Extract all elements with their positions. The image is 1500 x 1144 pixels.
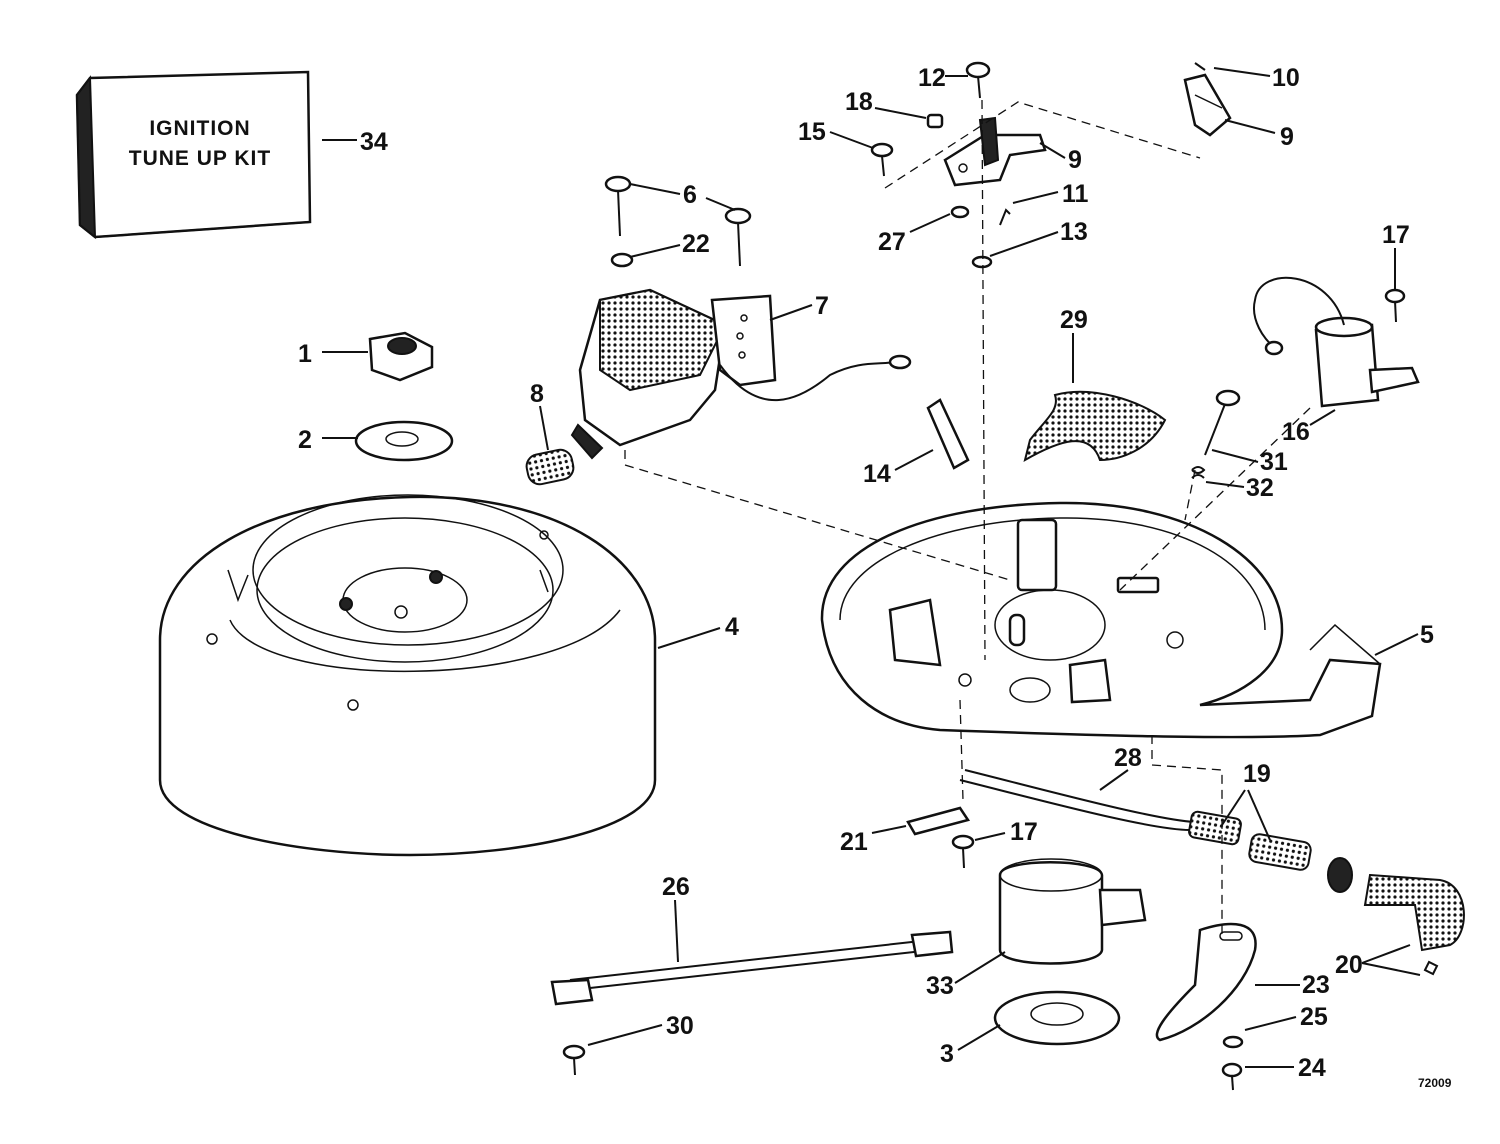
ignition-tune-up-kit-box: IGNITION TUNE UP KIT (75, 70, 312, 240)
throttle-cam-link-part (1155, 922, 1257, 1091)
thrust-washer-part (993, 990, 1121, 1046)
ground-terminal-part (906, 806, 975, 869)
callout-15: 15 (798, 118, 826, 146)
callout-2: 2 (298, 426, 312, 454)
callout-3: 3 (940, 1040, 954, 1068)
callout-12: 12 (918, 64, 946, 92)
callout-18: 18 (845, 88, 873, 116)
callout-22: 22 (682, 230, 710, 258)
callout-20: 20 (1335, 951, 1363, 979)
callout-34: 34 (360, 128, 388, 156)
small-hardware-parts (870, 61, 1206, 269)
ignition-coil-part (570, 288, 912, 460)
kit-title-line1: IGNITION (149, 117, 250, 140)
breaker-points-part (943, 116, 1047, 187)
callout-27: 27 (878, 228, 906, 256)
callout-9b: 9 (1280, 123, 1294, 151)
callout-7: 7 (815, 292, 829, 320)
callout-6: 6 (683, 181, 697, 209)
felt-wick-part (1023, 390, 1167, 463)
callout-21: 21 (840, 828, 868, 856)
callout-4: 4 (725, 613, 739, 641)
callout-28: 28 (1114, 744, 1142, 772)
callout-31: 31 (1260, 448, 1288, 476)
condenser-part (1253, 276, 1420, 408)
callout-17b: 17 (1010, 818, 1038, 846)
callout-19: 19 (1243, 760, 1271, 788)
terminal-boot-part (525, 448, 575, 486)
callout-leader-lines (322, 67, 1421, 1068)
callout-17a: 17 (1382, 221, 1410, 249)
callout-10: 10 (1272, 64, 1300, 92)
high-tension-lead-part (959, 769, 1465, 976)
callout-32: 32 (1246, 474, 1274, 502)
callout-30: 30 (666, 1012, 694, 1040)
callout-13: 13 (1060, 218, 1088, 246)
callout-29: 29 (1060, 306, 1088, 334)
kit-title-line2: TUNE UP KIT (129, 147, 271, 170)
coil-screw-parts (604, 175, 752, 268)
callout-8: 8 (530, 380, 544, 408)
callout-1: 1 (298, 340, 312, 368)
gasket-part (926, 398, 970, 470)
armature-plate-part (820, 501, 1382, 739)
ground-strap-part (550, 930, 954, 1076)
callout-24: 24 (1298, 1054, 1326, 1082)
drawing-number: 72009 (1418, 1076, 1452, 1090)
callout-14: 14 (863, 460, 891, 488)
retainer-clamp-part (998, 858, 1147, 965)
callout-9a: 9 (1068, 146, 1082, 174)
callout-26: 26 (662, 873, 690, 901)
breaker-points-arm-part (1183, 73, 1232, 137)
callout-23: 23 (1302, 971, 1330, 999)
flywheel-part (158, 494, 657, 857)
flywheel-nut-part (368, 331, 434, 382)
adjusting-screw-part (1191, 389, 1241, 479)
flywheel-washer-part (354, 420, 454, 462)
callout-33: 33 (926, 972, 954, 1000)
callout-5: 5 (1420, 621, 1434, 649)
callout-16: 16 (1282, 418, 1310, 446)
callout-11: 11 (1062, 180, 1089, 208)
callout-25: 25 (1300, 1003, 1328, 1031)
callout-numbers: 34 1 2 4 5 6 7 8 12 10 9 9 18 15 11 13 2… (298, 64, 1452, 1090)
assembly-guide-lines (624, 99, 1311, 935)
